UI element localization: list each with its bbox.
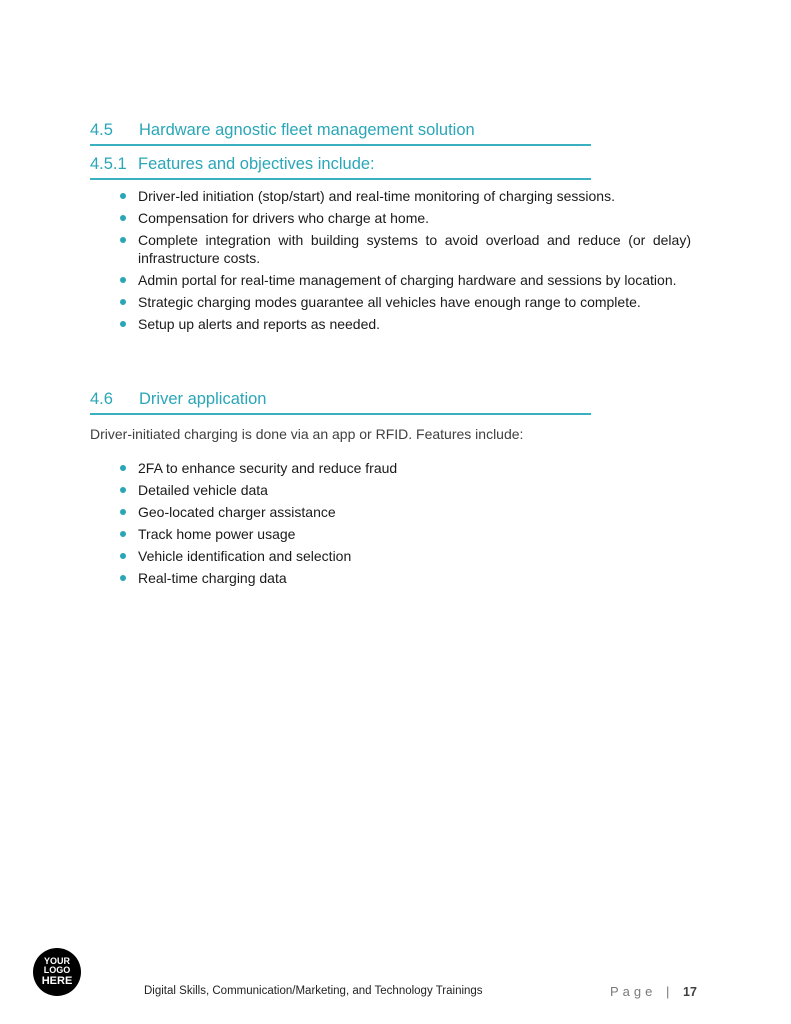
bullet-icon	[120, 531, 126, 537]
list-item: Complete integration with building syste…	[0, 229, 691, 269]
list-item: Driver-led initiation (stop/start) and r…	[0, 185, 691, 207]
bullet-icon	[120, 509, 126, 515]
list-item: Compensation for drivers who charge at h…	[0, 207, 691, 229]
heading-4-5: 4.5 Hardware agnostic fleet management so…	[90, 120, 591, 146]
list-item: 2FA to enhance security and reduce fraud	[0, 457, 691, 479]
company-logo: YOUR LOGO HERE	[33, 948, 81, 996]
list-item: Geo-located charger assistance	[0, 501, 691, 523]
heading-4-5-1: 4.5.1 Features and objectives include:	[90, 154, 591, 180]
bullet-icon	[120, 465, 126, 471]
logo-line: YOUR	[43, 956, 70, 966]
bullet-icon	[120, 575, 126, 581]
heading-title: Hardware agnostic fleet management solut…	[139, 121, 475, 139]
heading-number: 4.6	[90, 390, 113, 408]
bullet-icon	[120, 321, 126, 327]
heading-4-6: 4.6 Driver application	[90, 389, 591, 415]
bullet-icon	[120, 553, 126, 559]
bullet-icon	[120, 487, 126, 493]
bullet-icon	[120, 193, 126, 199]
list-item: Vehicle identification and selection	[0, 545, 691, 567]
page-number: Page | 17	[610, 984, 697, 999]
footer-title: Digital Skills, Communication/Marketing,…	[144, 985, 483, 997]
list-item: Detailed vehicle data	[0, 479, 691, 501]
page-number-value: 17	[683, 985, 697, 999]
list-item: Setup up alerts and reports as needed.	[0, 313, 691, 335]
driver-app-features-list: 2FA to enhance security and reduce fraud…	[0, 457, 691, 589]
list-item: Strategic charging modes guarantee all v…	[0, 291, 691, 313]
bullet-icon	[120, 277, 126, 283]
heading-number: 4.5	[90, 121, 113, 139]
list-item: Real-time charging data	[0, 567, 691, 589]
bullet-icon	[120, 299, 126, 305]
logo-line: HERE	[41, 975, 73, 987]
heading-title: Driver application	[139, 390, 267, 408]
list-item: Admin portal for real-time management of…	[0, 269, 691, 291]
bullet-icon	[120, 215, 126, 221]
page-separator: |	[666, 984, 670, 999]
list-item: Track home power usage	[0, 523, 691, 545]
heading-number: 4.5.1	[90, 155, 127, 173]
heading-title: Features and objectives include:	[138, 155, 375, 173]
bullet-icon	[120, 237, 126, 243]
features-list: Driver-led initiation (stop/start) and r…	[0, 185, 691, 335]
page-label: Page	[610, 984, 657, 999]
logo-line: LOGO	[43, 965, 71, 975]
section-intro: Driver-initiated charging is done via an…	[90, 426, 524, 442]
